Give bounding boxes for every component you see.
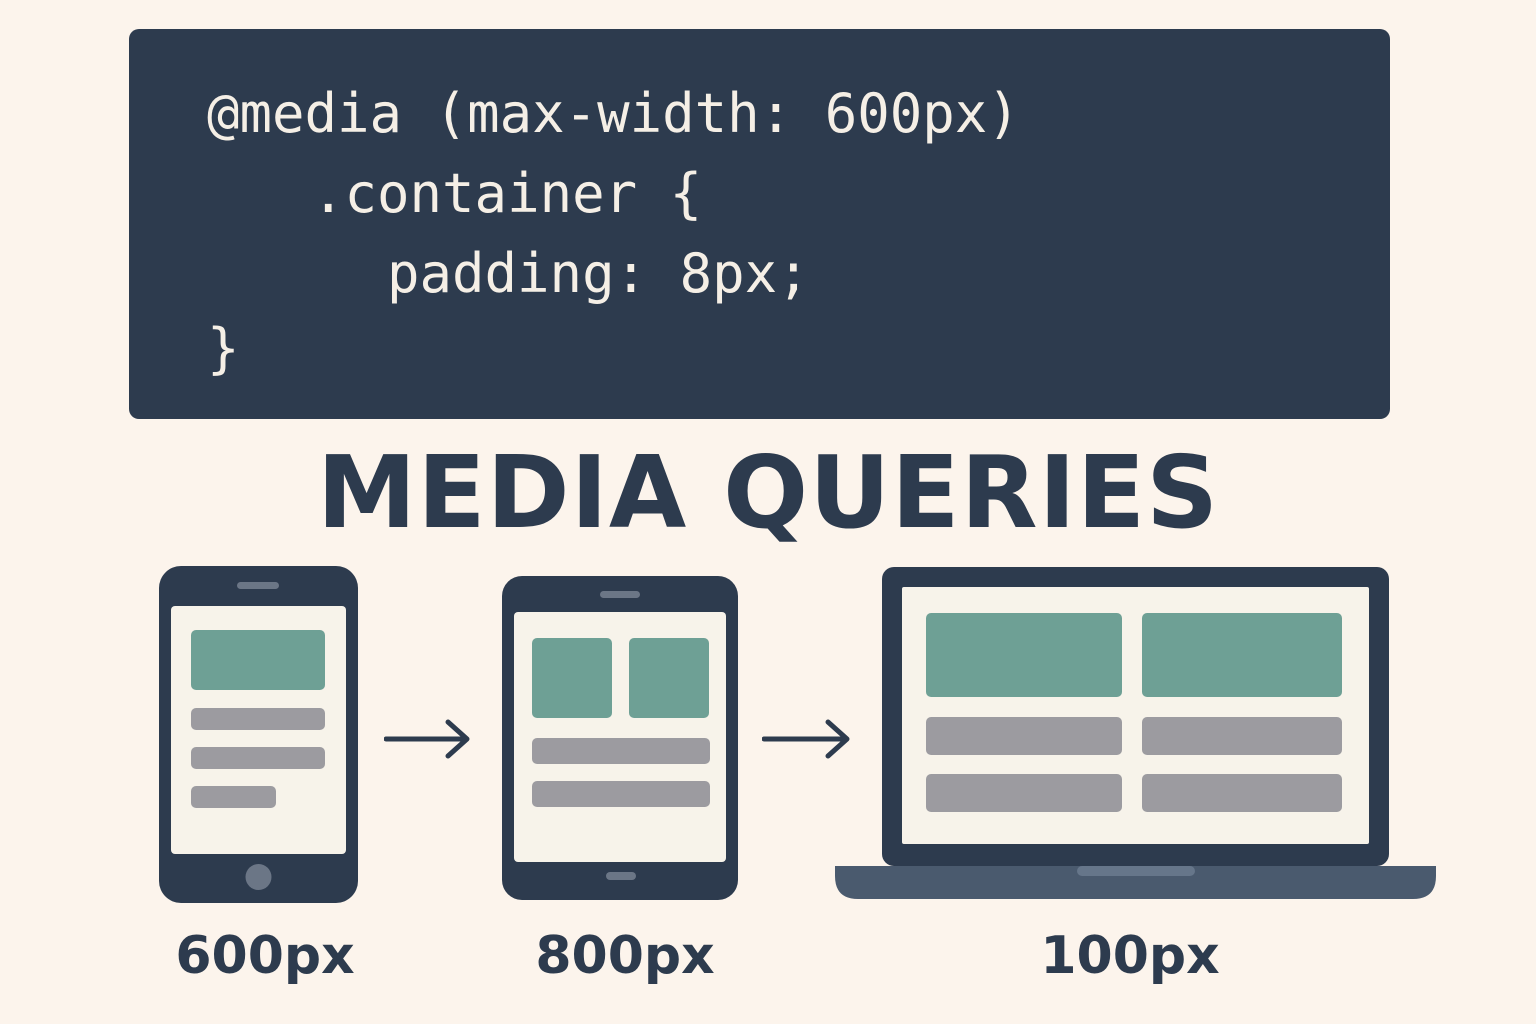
- tablet-speaker: [600, 591, 640, 598]
- arrow-right-icon: [762, 719, 850, 759]
- tablet-width-label: 800px: [535, 926, 715, 986]
- phone-text-bar-3: [191, 786, 276, 808]
- laptop-text-bar-4: [1142, 774, 1342, 812]
- phone-device: [159, 566, 358, 903]
- laptop-text-bar-1: [926, 717, 1122, 755]
- laptop-width-label: 100px: [1040, 926, 1220, 986]
- laptop-text-bar-2: [1142, 717, 1342, 755]
- laptop-base: [835, 866, 1436, 899]
- code-panel: @media (max-width: 600px) .container { p…: [129, 29, 1390, 419]
- tablet-text-bar-1: [532, 738, 710, 764]
- code-line-selector: .container {: [312, 162, 703, 225]
- page-title: MEDIA QUERIES: [316, 434, 1220, 551]
- phone-speaker: [237, 582, 279, 589]
- phone-icon: [159, 566, 358, 903]
- code-line-media-rule: @media (max-width: 600px): [207, 82, 1020, 145]
- phone-text-bar-2: [191, 747, 325, 769]
- tablet-text-bar-2: [532, 781, 710, 807]
- laptop-block-2: [1142, 613, 1342, 697]
- phone-text-bar-1: [191, 708, 325, 730]
- laptop-device: [835, 567, 1436, 900]
- laptop-trackpad-notch: [1077, 866, 1195, 876]
- tablet-icon: [502, 576, 738, 900]
- tablet-home-button: [606, 872, 636, 880]
- phone-width-label: 600px: [175, 926, 355, 986]
- tablet-block-1: [532, 638, 612, 718]
- laptop-text-bar-3: [926, 774, 1122, 812]
- code-line-closing-brace: }: [207, 317, 240, 380]
- tablet-device: [502, 576, 738, 900]
- laptop-block-1: [926, 613, 1122, 697]
- laptop-icon: [835, 567, 1436, 899]
- tablet-block-2: [629, 638, 709, 718]
- arrow-right-icon: [384, 719, 470, 759]
- phone-home-button: [245, 864, 272, 890]
- phone-hero-block: [191, 630, 325, 690]
- code-line-declaration: padding: 8px;: [387, 242, 810, 305]
